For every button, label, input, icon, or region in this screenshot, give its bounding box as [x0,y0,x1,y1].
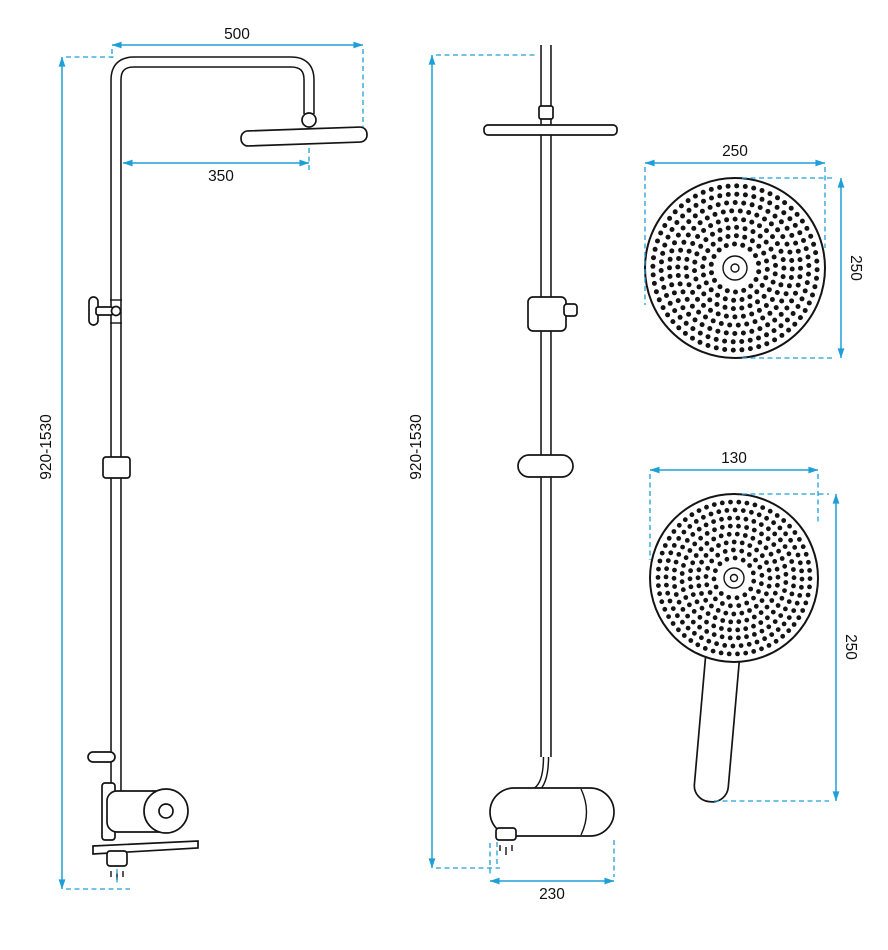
spout-shelf-front [92,840,199,880]
overhead-shower-detail [644,177,826,359]
hose-outlet-front [87,751,116,763]
dimension-head-height: 250 [742,177,864,359]
slider-holder-side [527,296,578,332]
head-width-label: 250 [722,143,748,160]
dimension-front-arm-reach: 350 [122,148,310,185]
dimension-front-top-width: 500 [111,26,364,127]
slider-knob-side [563,303,578,317]
overhead-spray-nozzles [650,183,820,353]
mixer-front [101,782,189,841]
head-connector-front [301,112,317,128]
side-height-label: 920-1530 [408,414,425,480]
front-top-width-label: 500 [224,26,250,43]
aerator-front [106,850,128,867]
overhead-shower-side [483,124,618,136]
aerator-side [495,827,517,841]
dimension-hand-length: 250 [714,493,859,802]
hand-shower-handle [693,639,741,803]
front-height-label: 920-1530 [38,414,55,480]
hand-spray-nozzles [655,499,813,657]
front-view [87,56,368,880]
dimension-side-height: 920-1530 [408,54,538,869]
front-arm-reach-label: 350 [208,168,234,185]
dimension-hand-width: 130 [649,450,819,560]
slider-bracket-front [102,456,131,479]
hand-length-label: 250 [842,634,859,660]
mixer-side [489,787,615,855]
dimension-front-height: 920-1530 [38,56,130,890]
hand-shower-detail [649,493,819,803]
dimension-head-width: 250 [644,143,826,305]
side-view [483,45,618,855]
overhead-shower-front [240,126,368,147]
dimension-side-base-depth: 230 [489,840,615,903]
head-connector-side [538,105,554,120]
hand-shower-holder-side [517,454,574,478]
side-base-depth-label: 230 [539,886,565,903]
diverter-valve-front [88,296,122,326]
head-height-label: 250 [847,255,864,281]
hand-width-label: 130 [721,450,747,467]
